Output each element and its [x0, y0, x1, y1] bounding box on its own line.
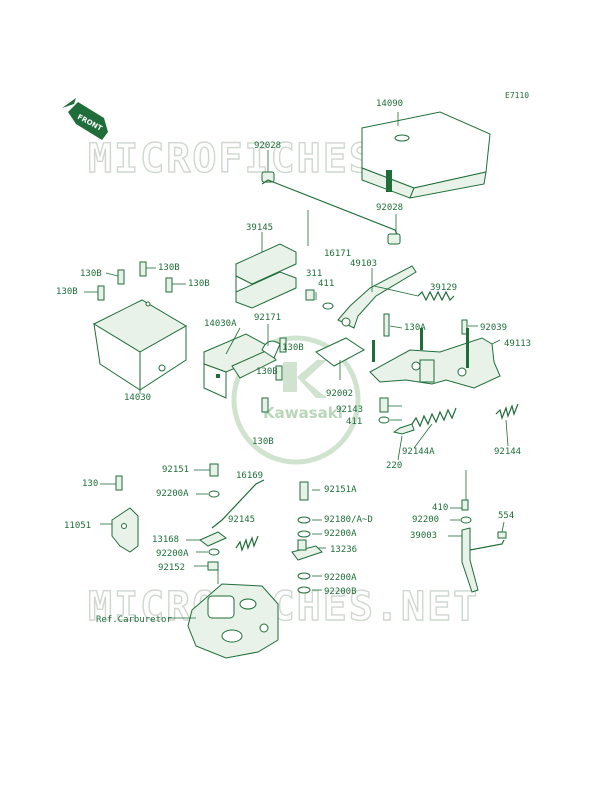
part-92200a-washer-2 [208, 548, 220, 556]
label-410: 410 [432, 503, 448, 513]
logo-text: Kawasaki [263, 404, 343, 422]
label-92002: 92002 [326, 389, 353, 399]
part-130a-bolt [383, 313, 390, 337]
label-92200: 92200 [412, 515, 439, 525]
part-92028-clamp-bottom [387, 214, 401, 245]
part-411-washer [322, 302, 334, 310]
label-220: 220 [386, 461, 402, 471]
leader-lines [84, 267, 509, 619]
part-130b-bolts [97, 261, 287, 413]
part-92200-washer [460, 516, 472, 524]
part-92028-clamp-top [261, 150, 275, 183]
part-39003-lever [461, 527, 505, 593]
label-92200a-1: 92200A [156, 489, 189, 499]
part-carburetor [187, 570, 279, 659]
part-92200b-washer [297, 586, 311, 594]
kawasaki-logo: Kawasaki [231, 335, 361, 465]
label-92151: 92151 [162, 465, 189, 475]
watermark-bottom: MICROFICHES.NET [88, 584, 479, 630]
label-13236: 13236 [330, 545, 357, 555]
part-92200a-washer-3 [297, 530, 311, 538]
label-92152: 92152 [158, 563, 185, 573]
label-130b-2: 130B [158, 263, 180, 273]
part-16169-rod [211, 479, 265, 529]
label-130b-1: 130B [80, 269, 102, 279]
label-130: 130 [82, 479, 98, 489]
label-92143: 92143 [336, 405, 363, 415]
label-411-lower: 411 [346, 417, 362, 427]
label-14090: 14090 [376, 99, 403, 109]
label-130b-5: 130B [282, 343, 304, 353]
label-130a: 130A [404, 323, 426, 333]
part-13236-lever [291, 539, 323, 561]
part-39145-bracket [235, 232, 297, 309]
part-49103-lever [337, 265, 417, 329]
part-220-bolt [392, 423, 415, 435]
label-130b-6: 130B [256, 367, 278, 377]
label-92144a: 92144A [402, 447, 435, 457]
part-92002-plate [315, 337, 365, 380]
part-13168-plate [199, 531, 227, 547]
part-14030-box [92, 299, 187, 391]
front-arrow-icon: FRONT [62, 98, 108, 140]
label-411: 411 [318, 279, 334, 289]
part-411-washer-lower [378, 416, 390, 424]
label-311: 311 [306, 269, 322, 279]
part-labels: 14090 92028 92028 16171 39145 311 411 49… [56, 99, 531, 625]
part-130-bolt [115, 475, 123, 491]
part-11051-bracket [111, 507, 139, 553]
label-14030: 14030 [124, 393, 151, 403]
part-554-clip [497, 531, 507, 539]
part-92151a-bolt [299, 481, 309, 501]
part-92039-clip [461, 319, 478, 335]
part-92151-bolt [209, 463, 219, 477]
label-130b-7: 130B [252, 437, 274, 447]
label-92180: 92180/A~D [324, 515, 373, 525]
label-92151a: 92151A [324, 485, 357, 495]
part-92145-spring [235, 535, 259, 552]
label-49103: 49103 [350, 259, 377, 269]
part-92144a-spring [411, 407, 457, 428]
label-13168: 13168 [152, 535, 179, 545]
part-92200a-washer-4 [297, 572, 311, 580]
part-92152-collar [207, 561, 219, 571]
label-92200a-4: 92200A [324, 573, 357, 583]
label-14030a: 14030A [204, 319, 237, 329]
label-11051: 11051 [64, 521, 91, 531]
label-16171: 16171 [324, 249, 351, 259]
part-311-bolt [305, 289, 315, 301]
part-14030a-bracket [203, 333, 277, 399]
part-92171-clamp [261, 340, 281, 359]
label-92028-bottom: 92028 [376, 203, 403, 213]
label-39129: 39129 [430, 283, 457, 293]
diagram-code: E7110 [505, 91, 529, 100]
label-16169: 16169 [236, 471, 263, 481]
part-92180-washer [297, 516, 311, 524]
label-92200b: 92200B [324, 587, 357, 597]
part-410-bolt [461, 499, 469, 511]
label-92200a-3: 92200A [324, 529, 357, 539]
label-92200a-2: 92200A [156, 549, 189, 559]
label-49113: 49113 [504, 339, 531, 349]
label-130b-3: 130B [188, 279, 210, 289]
label-92171: 92171 [254, 313, 281, 323]
label-ref-carburetor: Ref.Carburetor [96, 615, 172, 625]
label-92145: 92145 [228, 515, 255, 525]
part-39129-spring [373, 285, 455, 302]
label-92028-top: 92028 [254, 141, 281, 151]
part-92144-spring [495, 403, 519, 420]
label-554: 554 [498, 511, 514, 521]
part-92143-collar [379, 397, 389, 413]
label-92039: 92039 [480, 323, 507, 333]
part-92200a-washer-1 [208, 490, 220, 498]
part-49113-plate [369, 328, 501, 389]
label-130b-4: 130B [56, 287, 78, 297]
label-39003: 39003 [410, 531, 437, 541]
part-14090-cover [361, 111, 491, 199]
label-39145: 39145 [246, 223, 273, 233]
label-92144: 92144 [494, 447, 521, 457]
